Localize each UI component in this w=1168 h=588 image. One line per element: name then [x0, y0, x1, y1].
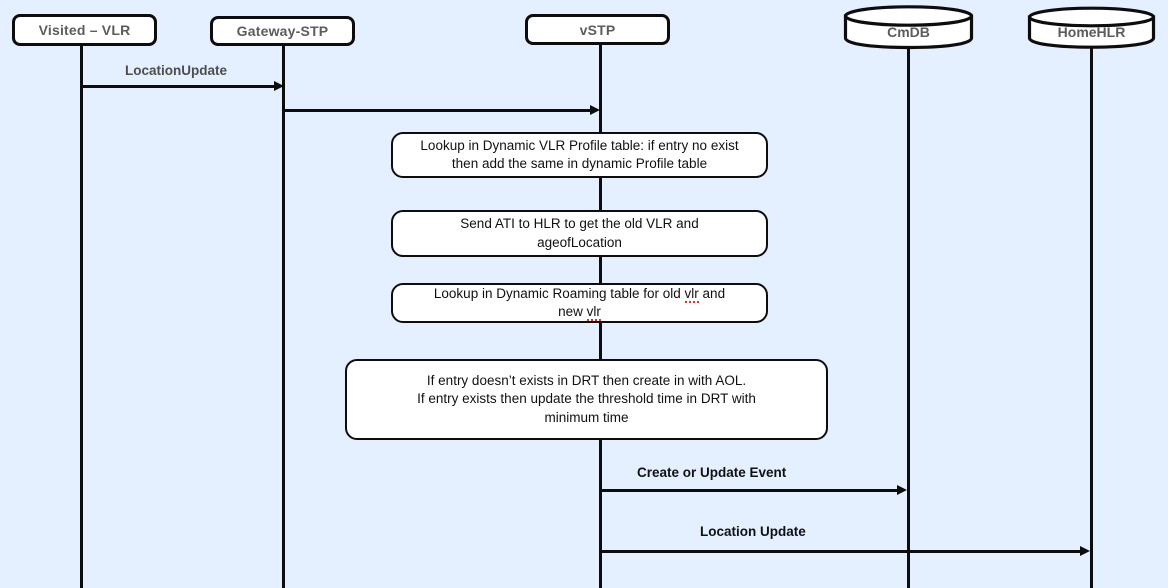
note-line: ageofLocation [537, 234, 622, 250]
database-cylinder-icon [1027, 6, 1156, 49]
participant-label-gateway-stp: Gateway-STP [236, 23, 329, 39]
lifeline-visited-vlr [80, 46, 83, 588]
note-line: Send ATI to HLR to get the old VLR and [460, 216, 699, 232]
participant-gateway-stp[interactable]: Gateway-STP [210, 16, 355, 46]
participant-label-visited-vlr: Visited – VLR [38, 22, 131, 38]
note-drt-entry: If entry doesn’t exists in DRT then crea… [345, 359, 828, 440]
note-dynamic-roaming: Lookup in Dynamic Roaming table for old … [391, 283, 768, 323]
message-line-create-or-update-event [601, 489, 899, 492]
participant-label-cmdb: CmDB [887, 24, 930, 40]
note-line: minimum time [544, 409, 629, 425]
note-line: Lookup in Dynamic Roaming table for old … [433, 285, 726, 303]
message-label-create-or-update-event: Create or Update Event [637, 465, 787, 480]
note-line: then add the same in dynamic Profile tab… [451, 156, 708, 171]
participant-label-vstp: vSTP [579, 21, 616, 38]
arrowhead-icon [1080, 546, 1090, 556]
message-label-location-update-2: Location Update [700, 524, 806, 539]
arrowhead-icon [897, 485, 907, 495]
lifeline-homehlr [1090, 44, 1093, 588]
message-line-location-update-1 [80, 85, 275, 88]
lifeline-gateway-stp [282, 46, 285, 588]
participant-cmdb[interactable]: CmDB [842, 4, 975, 50]
note-send-ati: Send ATI to HLR to get the old VLR and a… [391, 210, 768, 257]
lifeline-cmdb [907, 44, 910, 588]
participant-visited-vlr[interactable]: Visited – VLR [12, 14, 157, 46]
message-label-location-update-1: LocationUpdate [125, 63, 228, 78]
note-line: new vlr [558, 304, 601, 321]
message-line-location-update-2 [601, 550, 1082, 553]
arrowhead-icon [274, 81, 284, 91]
note-dynamic-vlr-profile: Lookup in Dynamic VLR Profile table: if … [391, 132, 768, 178]
message-line-forward-to-vstp [282, 109, 592, 112]
arrowhead-icon [590, 105, 600, 115]
participant-label-homehlr: HomeHLR [1057, 24, 1126, 40]
note-line: Lookup in Dynamic VLR Profile table: if … [420, 137, 739, 153]
note-line: If entry exists then update the threshol… [417, 391, 756, 407]
participant-vstp[interactable]: vSTP [525, 14, 670, 45]
note-line: If entry doesn’t exists in DRT then crea… [426, 373, 747, 389]
database-cylinder-icon [843, 5, 974, 50]
participant-homehlr[interactable]: HomeHLR [1026, 6, 1157, 51]
